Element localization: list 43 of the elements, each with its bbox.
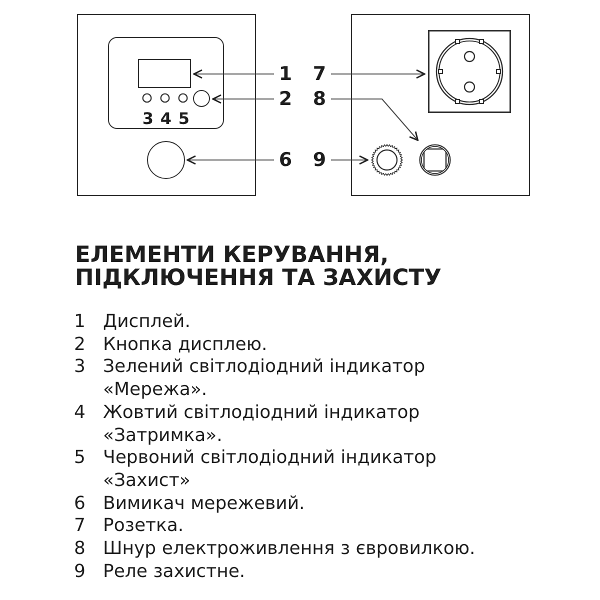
list-number: 4 <box>74 402 86 425</box>
list-number: 3 <box>74 356 86 380</box>
leader-line <box>331 69 426 79</box>
power-socket <box>428 30 510 112</box>
list-item-text: Реле захистне. <box>103 560 246 584</box>
list-item-text: Зелений світлодіодний індикатор «Мережа». <box>103 356 426 402</box>
list-number: 5 <box>74 447 86 470</box>
list-number: 7 <box>74 515 86 538</box>
display-screen <box>138 59 191 88</box>
list-item-text: Жовтий світлодіодний індикатор «Затримка». <box>103 402 421 448</box>
power-switch <box>146 140 184 178</box>
callout-number: 8 <box>312 88 327 110</box>
relay-knob <box>370 144 402 176</box>
callout-number: 1 <box>278 63 293 85</box>
list-number: 9 <box>74 560 86 584</box>
leader-line <box>186 155 274 165</box>
rear-panel <box>351 14 530 196</box>
list-item-text: Дисплей. <box>103 311 192 334</box>
leader-line <box>331 98 419 141</box>
list-item-text: Розетка. <box>103 515 185 538</box>
callout-number: 2 <box>278 88 293 110</box>
callout-number: 3 <box>142 110 154 128</box>
cord-entry <box>418 142 450 176</box>
list-item-text: Кнопка дисплею. <box>103 334 268 356</box>
display-button <box>193 90 210 107</box>
control-panel <box>108 36 224 128</box>
title: ЕЛЕМЕНТИ КЕРУВАННЯ, ПІДКЛЮЧЕННЯ ТА ЗАХИСТУ <box>75 244 442 290</box>
list-number: 8 <box>74 538 86 561</box>
list-item-text: Червоний світлодіодний індикатор «Захист» <box>103 447 438 493</box>
leader-line <box>193 69 274 79</box>
callout-number: 4 <box>160 110 172 128</box>
list-number: 2 <box>74 334 86 356</box>
callout-number: 6 <box>278 149 293 171</box>
list-number: 6 <box>74 492 86 516</box>
callout-number: 7 <box>312 63 327 85</box>
front-panel <box>77 14 256 196</box>
callout-number: 5 <box>178 110 190 128</box>
leader-line <box>212 94 274 104</box>
list-item-text: Вимикач мережевий. <box>103 492 306 516</box>
list-item-text: Шнур електроживлення з євровилкою. <box>103 538 476 561</box>
list-number: 1 <box>74 311 86 334</box>
leader-line <box>331 155 368 165</box>
callout-number: 9 <box>312 149 327 171</box>
